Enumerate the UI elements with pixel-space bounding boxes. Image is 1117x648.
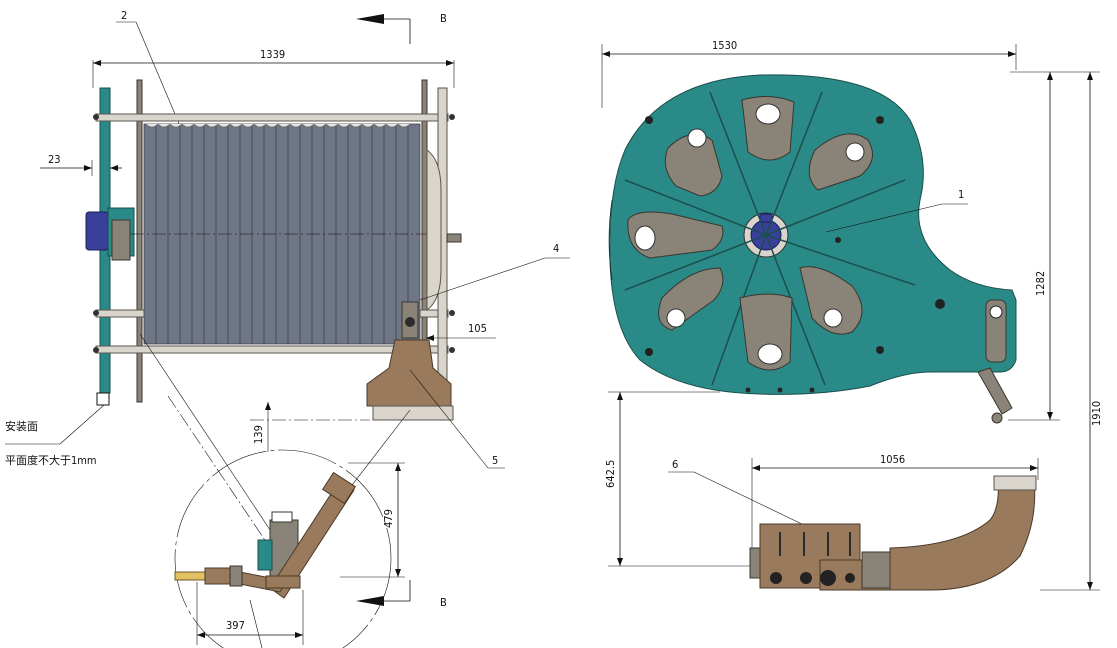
callout-1-label: 1 [958,188,964,201]
dim-text-1339: 1339 [260,48,285,61]
spokes [624,91,916,386]
callout-1: 1 [825,188,968,233]
callout-4-label: 4 [553,242,559,255]
hub-fitting [446,233,462,243]
dim-text-23: 23 [48,153,61,166]
dim-1339: 1339 [92,48,455,88]
tie-rod-top [95,113,449,122]
water-cannon [174,471,357,599]
section-label-top: B [440,12,447,25]
dim-105: 105 [426,322,496,341]
section-arrow-top: B [356,12,447,44]
dim-text-479: 479 [382,509,395,528]
mount-note: 安装面 平面度不大于1mm [5,404,105,467]
drum-top-edge [145,123,411,128]
flatness-label: 平面度不大于1mm [5,453,97,467]
dim-479: 479 [340,462,405,578]
swivel-base-plate [372,405,454,421]
guide-arm [977,299,1013,424]
dim-1282: 1282 [1008,71,1060,421]
hub-key [759,213,773,223]
mount-face-label: 安装面 [5,419,38,433]
leader-line-a [139,333,291,561]
section-label-bottom: B [440,596,447,609]
spoke-windows [627,96,873,371]
dim-1056: 1056 [751,453,1039,560]
dim-text-105: 105 [468,322,487,335]
callout-4: 4 [419,242,570,301]
reel-rim-left [608,199,613,281]
dim-text-1282: 1282 [1034,271,1047,296]
dim-397: 397 [196,582,304,648]
frame-bolts-front [645,116,945,393]
dim-1530: 1530 [601,39,1017,108]
guide-roller-axle [405,317,415,327]
dim-text-397: 397 [226,619,245,632]
dim-139: 139 [250,402,370,452]
swivel-assembly [749,475,1037,591]
window-holes [634,103,865,365]
drum-flange-left [136,79,143,403]
frame-bolts [93,114,455,353]
dim-text-1910: 1910 [1090,401,1103,426]
dim-text-139: 139 [252,425,265,444]
dim-text-642: 642.5 [604,460,617,488]
dim-1910: 1910 [1040,71,1103,591]
drive-motor [85,211,109,251]
callout-2-label: 2 [121,9,127,22]
callout-5-label: 5 [492,454,498,467]
dim-642: 642.5 [604,391,760,567]
swing-radius-circle [174,449,392,648]
drum-hub-right [426,149,442,311]
front-view: 1530 [601,39,1103,591]
coupling [111,219,131,261]
callout-5: 5 [409,369,505,469]
section-arrow-bottom: B [356,580,447,609]
leader-line-b [167,395,286,571]
mount-foot [96,392,110,406]
dim-text-1056: 1056 [880,453,905,466]
callout-6-label: 6 [672,458,678,471]
side-view: B 1339 2 23 [5,9,570,648]
dim-text-1530: 1530 [712,39,737,52]
